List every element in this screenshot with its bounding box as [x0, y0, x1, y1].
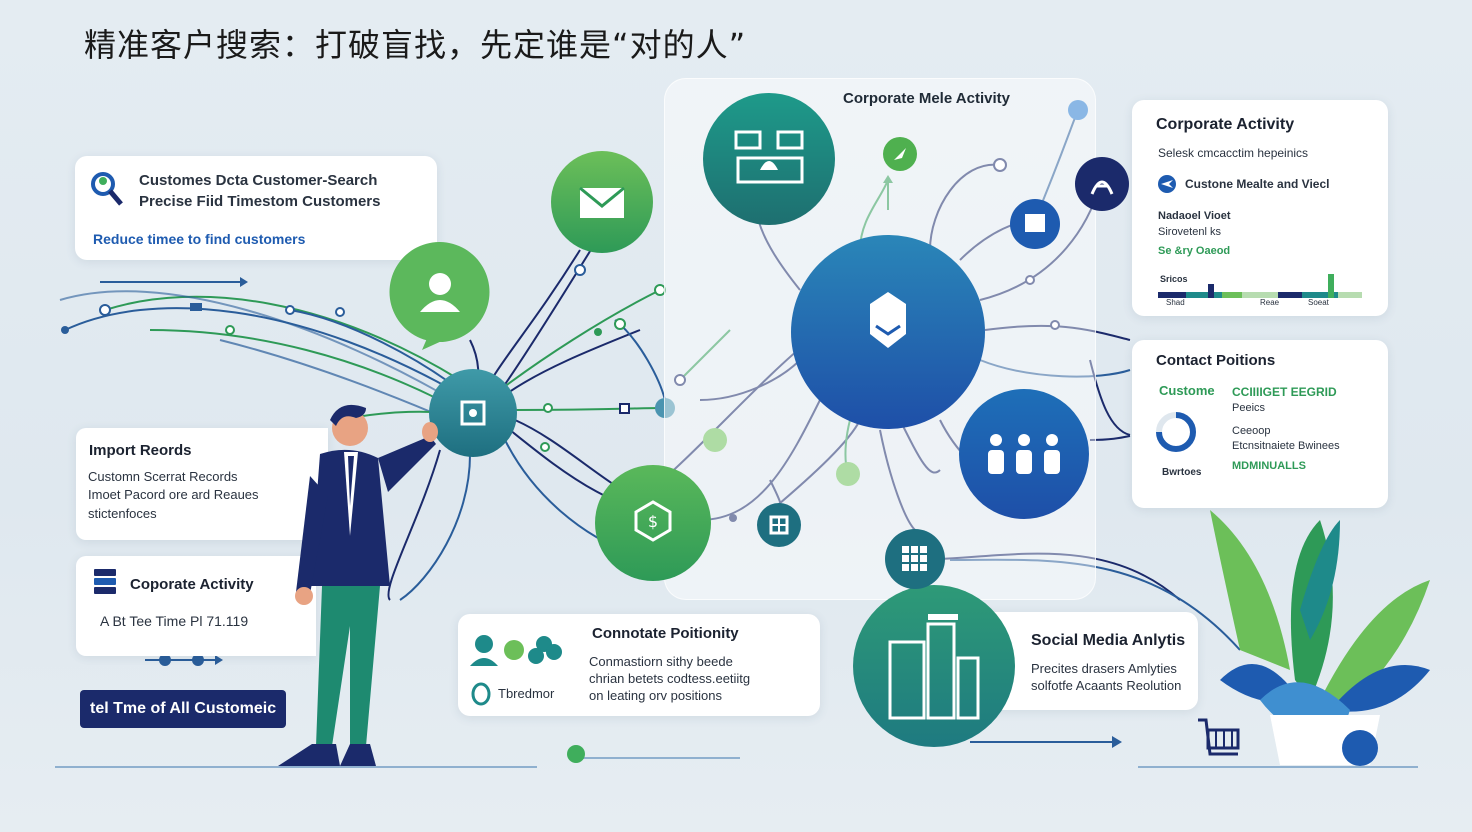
plane-icon [1158, 175, 1176, 193]
position-line2: chrian betets codtess.eetiitg [589, 671, 751, 686]
contact-positions-card: Contact Poitions Custome CCIIIIGET EEGRI… [1132, 340, 1388, 508]
contact-r4: Etcnsitnaiete Bwinees [1232, 440, 1340, 452]
corporate-activity-left-card: Coporate Activity A Bt Tee Time Pl 71.11… [76, 556, 316, 656]
corp-right-chart-label-3: Soeat [1308, 298, 1329, 307]
people-group-icon [470, 635, 562, 666]
corp-right-line5: Se &ry Oaeod [1158, 245, 1231, 257]
ab-node [1010, 199, 1060, 249]
corp-right-line2-text: Custone Mealte and Viecl [1185, 177, 1330, 191]
building-node [703, 93, 835, 225]
corp-right-chart-label-2: Reae [1260, 298, 1280, 307]
import-card-line2: Imoet Pacord ore ard Reaues [88, 487, 259, 502]
city-node [853, 585, 1015, 747]
contact-left-label: Custome [1159, 383, 1215, 398]
corp-left-sub: A Bt Tee Time Pl 71.119 [100, 613, 249, 629]
mail-node [551, 151, 653, 253]
contact-heading: Contact Poitions [1156, 352, 1276, 369]
position-left-caption: Tbredmor [498, 686, 555, 701]
search-card-sub: Reduce timee to find customers [93, 231, 306, 247]
position-card: Tbredmor Connotate Poitionity Conmastior… [458, 614, 820, 716]
ground-line-right [1138, 766, 1418, 768]
window-node [757, 503, 801, 547]
server-icon [94, 569, 116, 594]
import-card-heading: Import Reords [89, 442, 192, 459]
donut-chart [1156, 412, 1196, 452]
corp-right-heading: Corporate Activity [1156, 116, 1295, 133]
import-card-line3: stictenfoces [88, 506, 157, 521]
corp-right-line4: Sirovetenl ks [1158, 226, 1221, 238]
shield-node: $ [595, 465, 711, 581]
position-line3: on leating orv positions [589, 688, 722, 703]
corp-right-line3: Nadaoel Vioet [1158, 210, 1231, 222]
center-label: Corporate Mele Activity [843, 90, 1010, 107]
ground-line-left [55, 766, 537, 768]
corporate-activity-right-card: Corporate Activity Selesk cmcacctim hepe… [1132, 100, 1388, 316]
position-line1: Conmastiorn sithy beede [589, 654, 733, 669]
corp-right-chart-label-1: Shad [1166, 298, 1185, 307]
import-card-line1: Customn Scerrat Records [88, 469, 238, 484]
social-heading: Social Media Anlytis [1031, 632, 1186, 649]
contact-r2: Peeics [1232, 402, 1266, 414]
total-time-pill: tel Tme of All Customeic [80, 690, 287, 728]
contact-donut-label: Bwrtoes [1162, 467, 1202, 478]
hub-node-small [429, 369, 517, 457]
central-hub-node [791, 235, 985, 429]
businessman-figure [278, 404, 438, 766]
corp-right-line2: Custone Mealte and Viecl [1185, 175, 1330, 193]
grid-node [885, 529, 945, 589]
compass-node [883, 137, 917, 171]
search-card-line2: Precise Fiid Timestom Customers [139, 193, 381, 210]
corp-left-heading: Coporate Activity [130, 576, 254, 593]
plant-decoration [1210, 510, 1430, 766]
search-person-icon [91, 172, 123, 206]
position-heading: Connotate Poitionity [592, 625, 739, 642]
import-records-card: Import Reords Customn Scerrat Records Im… [76, 428, 328, 540]
mini-bar-chart [1158, 274, 1362, 298]
customer-search-card: Customes Dcta Customer-Search Precise Fi… [75, 156, 437, 260]
search-card-line1: Customes Dcta Customer-Search [139, 172, 378, 189]
ring-icon [471, 682, 491, 706]
cart-icon [1198, 718, 1240, 756]
social-line2: solfotfe Acaants Reolution [1031, 678, 1182, 693]
contact-right-label: CCIIIIGET EEGRID [1232, 385, 1337, 399]
social-line1: Precites drasers Amlyties [1031, 661, 1177, 676]
team-node [959, 389, 1089, 519]
contact-r3: Ceeoop [1232, 425, 1271, 437]
user-node [389, 242, 490, 350]
page-title: 精准客户搜索：打破盲找，先定谁是“对的人” [84, 26, 747, 64]
corp-right-chart-top: Sricos [1160, 274, 1188, 284]
corp-right-line1: Selesk cmcacctim hepeinics [1158, 146, 1309, 160]
contact-r5: MDMINUALLS [1232, 460, 1306, 472]
anchor-node [1075, 157, 1129, 211]
svg-text:$: $ [648, 512, 658, 531]
